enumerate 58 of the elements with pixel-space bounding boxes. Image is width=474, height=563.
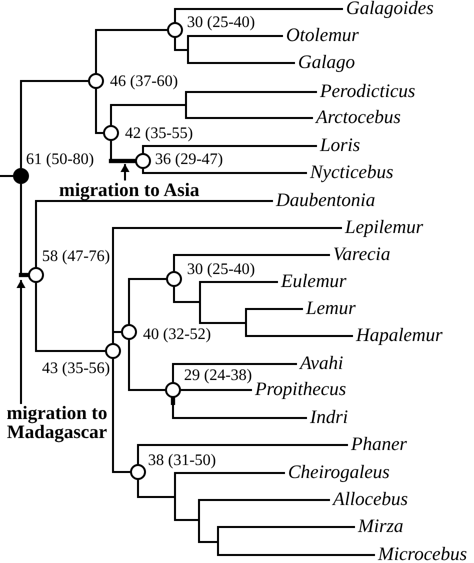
age-label: 42 (35-55) xyxy=(125,126,193,142)
branch-line xyxy=(174,38,295,64)
branch-line xyxy=(0,175,13,177)
taxon-name: Daubentonia xyxy=(273,191,376,211)
branch-line xyxy=(95,29,167,73)
branch-line xyxy=(110,104,313,125)
age-label: 38 (31-50) xyxy=(148,453,216,469)
annotation-text: migration to Madagascar xyxy=(3,404,111,442)
age-label: 46 (37-60) xyxy=(110,74,178,90)
taxon-name: Varecia xyxy=(330,245,390,265)
taxon-name: Galagoides xyxy=(343,0,434,19)
branch-line xyxy=(174,8,343,22)
branch-line xyxy=(142,145,317,153)
branch-line xyxy=(112,359,130,473)
branch-line xyxy=(137,480,375,556)
branch-line xyxy=(95,89,103,134)
branch-line xyxy=(108,141,138,164)
branch-line xyxy=(20,80,88,168)
arrow xyxy=(120,164,130,180)
taxon-name: Eulemur xyxy=(278,272,346,292)
taxon-name: Microcebus xyxy=(375,545,467,563)
age-label: 29 (24-38) xyxy=(184,368,252,384)
branch-line xyxy=(128,340,165,391)
taxon-name: Allocebus xyxy=(330,490,408,510)
age-label: 36 (29-47) xyxy=(155,152,223,168)
branch-line xyxy=(35,283,105,352)
taxon-name: Avahi xyxy=(297,354,344,374)
annotation-text: migration to Asia xyxy=(59,180,200,200)
taxon-name: Mirza xyxy=(355,517,404,537)
branch-line xyxy=(35,200,273,267)
branch-line xyxy=(112,331,121,343)
taxon-name: Perodicticus xyxy=(317,82,416,102)
branch-line xyxy=(172,363,297,382)
taxon-name: Nycticebus xyxy=(307,163,394,183)
age-label: 61 (50-80) xyxy=(26,152,94,168)
age-label: 58 (47-76) xyxy=(42,249,110,265)
taxon-name: Indri xyxy=(307,408,348,428)
branch-line xyxy=(128,278,166,324)
age-label: 30 (25-40) xyxy=(187,15,255,31)
branch-line xyxy=(173,254,330,271)
taxon-name: Loris xyxy=(317,136,360,156)
age-label: 30 (25-40) xyxy=(187,262,255,278)
taxon-name: Phaner xyxy=(348,435,407,455)
taxon-name: Otolemur xyxy=(283,26,359,46)
taxon-name: Cheirogaleus xyxy=(285,463,390,483)
taxon-name: Arctocebus xyxy=(313,108,401,128)
taxon-name: Galago xyxy=(295,53,355,73)
age-label: 40 (32-52) xyxy=(143,327,211,343)
branch-line xyxy=(142,169,307,174)
taxon-name: Propithecus xyxy=(252,380,346,400)
taxon-name: Hapalemur xyxy=(353,326,443,346)
taxon-name: Lemur xyxy=(303,299,356,319)
age-label: 43 (35-56) xyxy=(42,361,110,377)
branch-line xyxy=(181,389,252,391)
branch-line xyxy=(137,444,348,464)
arrow xyxy=(16,280,26,404)
branch-line xyxy=(173,287,353,337)
taxon-name: Lepilemur xyxy=(342,218,424,238)
